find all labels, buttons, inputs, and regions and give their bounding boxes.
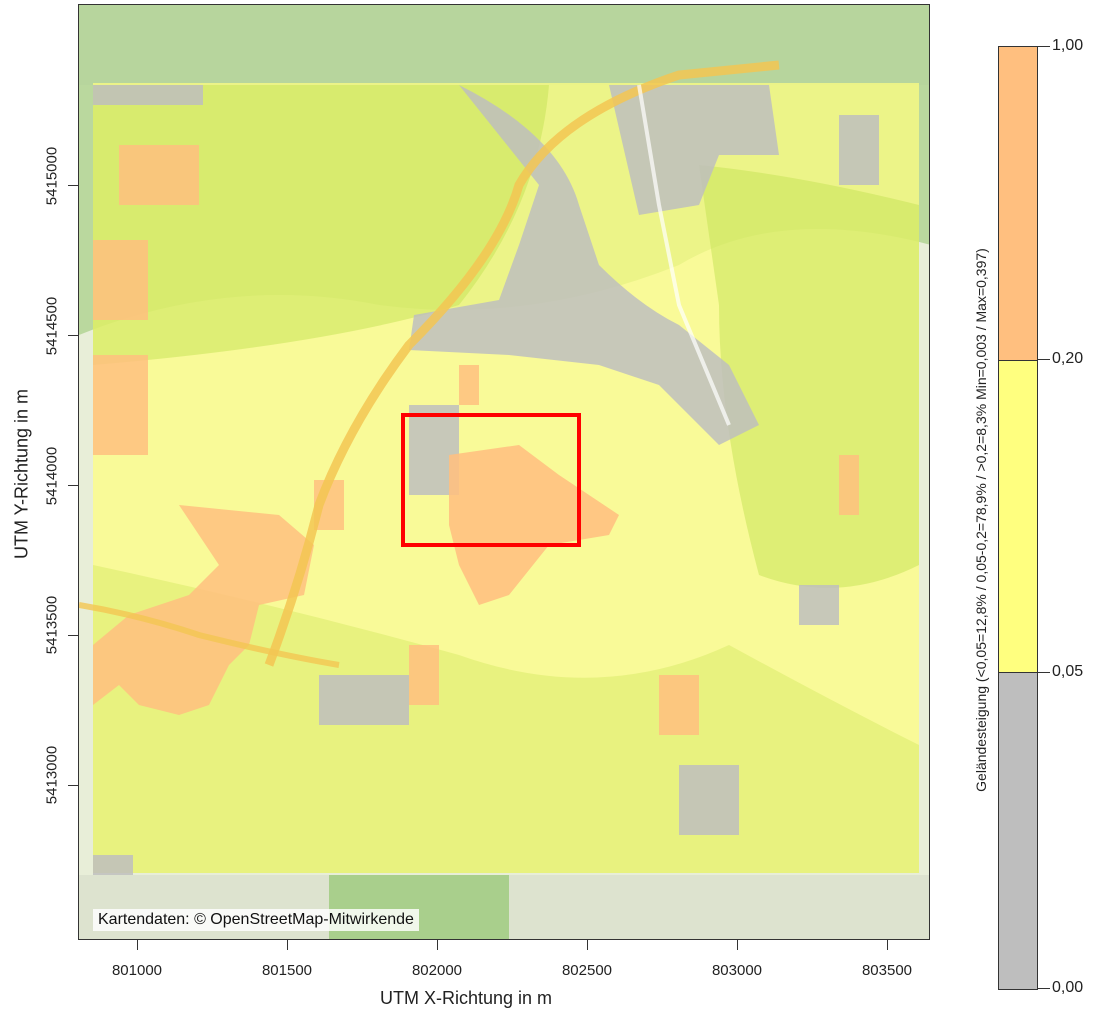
legend-tick <box>1038 46 1050 47</box>
slope-map-raster <box>79 5 929 939</box>
x-tick <box>587 940 588 950</box>
highlight-rectangle <box>401 413 581 547</box>
x-tick-label: 803000 <box>711 962 763 979</box>
legend-tick <box>1038 672 1050 673</box>
x-tick <box>137 940 138 950</box>
legend-band-steep <box>999 47 1037 360</box>
x-tick-label: 803500 <box>861 962 913 979</box>
legend-color-bar <box>998 46 1038 990</box>
y-tick-label: 5414000 <box>43 446 61 506</box>
y-tick <box>68 485 78 486</box>
x-tick-label: 802000 <box>411 962 463 979</box>
y-tick <box>68 185 78 186</box>
legend-tick <box>1038 359 1050 360</box>
legend-tick <box>1038 988 1050 989</box>
x-tick-label: 801000 <box>111 962 163 979</box>
legend-band-flat <box>999 673 1037 989</box>
y-tick-label: 5413500 <box>43 595 61 655</box>
y-tick-label: 5413000 <box>43 745 61 805</box>
legend-label-020: 0,20 <box>1052 350 1084 367</box>
legend-label-max: 1,00 <box>1052 37 1084 54</box>
x-tick-label: 802500 <box>561 962 613 979</box>
x-tick <box>737 940 738 950</box>
legend-title: Geländesteigung (<0,05=12,8% / 0,05-0,2=… <box>973 248 989 792</box>
x-tick <box>287 940 288 950</box>
x-tick-label: 801500 <box>261 962 313 979</box>
legend-label-min: 0,00 <box>1052 979 1084 996</box>
map-attribution: Kartendaten: © OpenStreetMap-Mitwirkende <box>93 909 419 931</box>
x-tick <box>887 940 888 950</box>
x-axis-title: UTM X-Richtung in m <box>380 988 553 1008</box>
y-tick <box>68 785 78 786</box>
x-tick <box>437 940 438 950</box>
legend-label-005: 0,05 <box>1052 663 1084 680</box>
legend-band-moderate <box>999 360 1037 673</box>
y-axis-title: UTM Y-Richtung in m <box>11 388 32 560</box>
map-view[interactable]: Kartendaten: © OpenStreetMap-Mitwirkende <box>78 4 930 940</box>
y-tick <box>68 335 78 336</box>
y-tick-label: 5415000 <box>43 146 61 206</box>
y-tick-label: 5414500 <box>43 296 61 356</box>
y-tick <box>68 635 78 636</box>
